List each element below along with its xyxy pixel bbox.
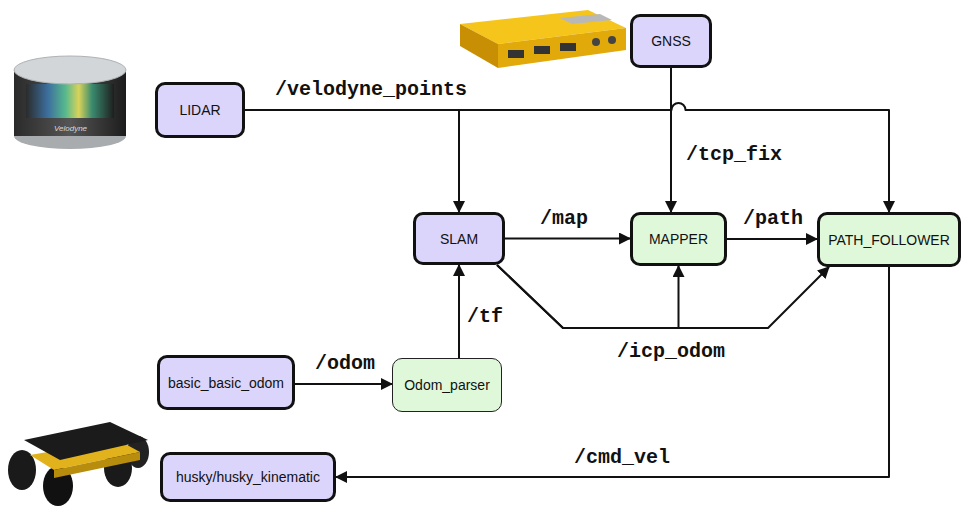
husky-plate	[24, 422, 148, 460]
connector	[670, 68, 672, 212]
process-box: SLAM	[413, 212, 505, 265]
node-label: basic_basic_odom	[168, 375, 284, 391]
connector	[497, 265, 829, 328]
gnss-port	[534, 46, 550, 54]
brand-label: Velodyne	[54, 124, 87, 133]
topic-label: /tf	[467, 305, 503, 328]
sensor-box: GNSS	[630, 14, 712, 68]
node-label: husky/husky_kinematic	[176, 469, 320, 485]
topic-label: /icp_odom	[617, 340, 725, 363]
gnss-side	[460, 24, 498, 68]
actuator-box: husky/husky_kinematic	[160, 452, 336, 502]
gnss-port	[560, 43, 576, 51]
topic-label: /velodyne_points	[275, 78, 467, 101]
gnss-illustration	[460, 10, 626, 68]
topic-label: /odom	[315, 352, 375, 375]
process-box: Odom_parser	[392, 358, 502, 412]
connector	[295, 383, 392, 385]
node-label: PATH_FOLLOWER	[828, 232, 950, 248]
connector	[497, 265, 679, 328]
connector	[458, 265, 460, 358]
gnss-port	[592, 38, 600, 46]
node-label: MAPPER	[649, 231, 708, 247]
lidar-window	[26, 84, 114, 118]
connector	[245, 103, 889, 212]
topic-label: /path	[743, 207, 803, 230]
connector	[336, 267, 889, 477]
node-label: LIDAR	[179, 102, 220, 118]
source-box: basic_basic_odom	[157, 355, 295, 410]
process-box: PATH_FOLLOWER	[817, 212, 961, 267]
sensor-box: LIDAR	[155, 82, 245, 138]
process-box: MAPPER	[630, 212, 727, 266]
node-label: Odom_parser	[404, 377, 490, 393]
topic-label: /tcp_fix	[686, 143, 782, 166]
node-label: GNSS	[651, 33, 691, 49]
gnss-port	[508, 50, 524, 58]
connector	[245, 110, 459, 212]
topic-label: /map	[540, 207, 588, 230]
lidar-top	[14, 56, 126, 84]
gnss-front	[498, 28, 626, 68]
gnss-port	[608, 36, 616, 44]
connector	[727, 238, 817, 240]
gnss-plate	[560, 14, 612, 24]
topic-label: /cmd_vel	[574, 446, 670, 469]
husky-illustration	[8, 422, 149, 506]
node-label: SLAM	[440, 231, 478, 247]
lidar-illustration	[14, 56, 126, 149]
connector	[505, 238, 630, 240]
